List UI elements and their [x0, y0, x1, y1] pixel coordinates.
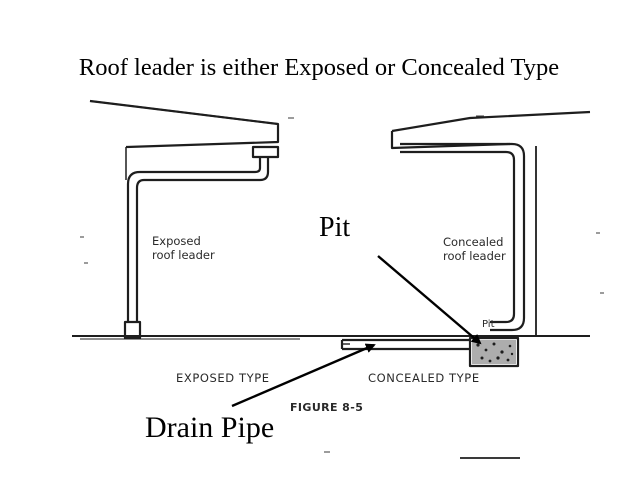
ground-line	[72, 335, 590, 340]
concealed-label-line2: roof leader	[443, 249, 506, 263]
pit-small-label: Pit	[482, 319, 495, 330]
drain-pipe-arrow	[231, 343, 376, 408]
concealed-building	[340, 110, 591, 368]
pit-callout: Pit	[319, 212, 351, 243]
exposed-building	[89, 99, 280, 340]
slide-title: Roof leader is either Exposed or Conceal…	[78, 54, 560, 81]
pit-gravel	[472, 340, 516, 364]
exposed-label-line1: Exposed	[152, 234, 201, 248]
concealed-type-caption: CONCEALED TYPE	[368, 371, 480, 385]
scan-marks	[80, 115, 604, 459]
exposed-type-caption: EXPOSED TYPE	[176, 371, 270, 385]
exposed-label-line2: roof leader	[152, 248, 215, 262]
drain-pipe-callout: Drain Pipe	[145, 411, 275, 444]
concealed-label-line1: Concealed	[443, 235, 503, 249]
pit-arrow	[377, 255, 482, 345]
figure-number: FIGURE 8-5	[290, 401, 363, 414]
